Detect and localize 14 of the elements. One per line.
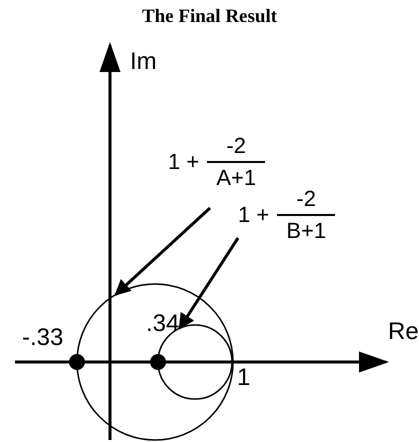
formula-text: 1 + bbox=[168, 151, 200, 173]
title: The Final Result bbox=[140, 6, 278, 28]
value-label: -.33 bbox=[22, 326, 64, 350]
denominator: A+1 bbox=[216, 167, 256, 189]
value-label: 1 bbox=[237, 366, 250, 390]
axis-label: Re bbox=[388, 320, 419, 344]
value-label: .34 bbox=[146, 312, 180, 336]
leader-arrow bbox=[114, 206, 212, 296]
axis-label: Im bbox=[130, 50, 157, 74]
numerator: -2 bbox=[296, 188, 316, 210]
numerator: -2 bbox=[226, 135, 246, 157]
denominator: B+1 bbox=[286, 220, 326, 242]
leader-arrow bbox=[178, 237, 240, 330]
formula-text: 1 + bbox=[238, 204, 270, 226]
